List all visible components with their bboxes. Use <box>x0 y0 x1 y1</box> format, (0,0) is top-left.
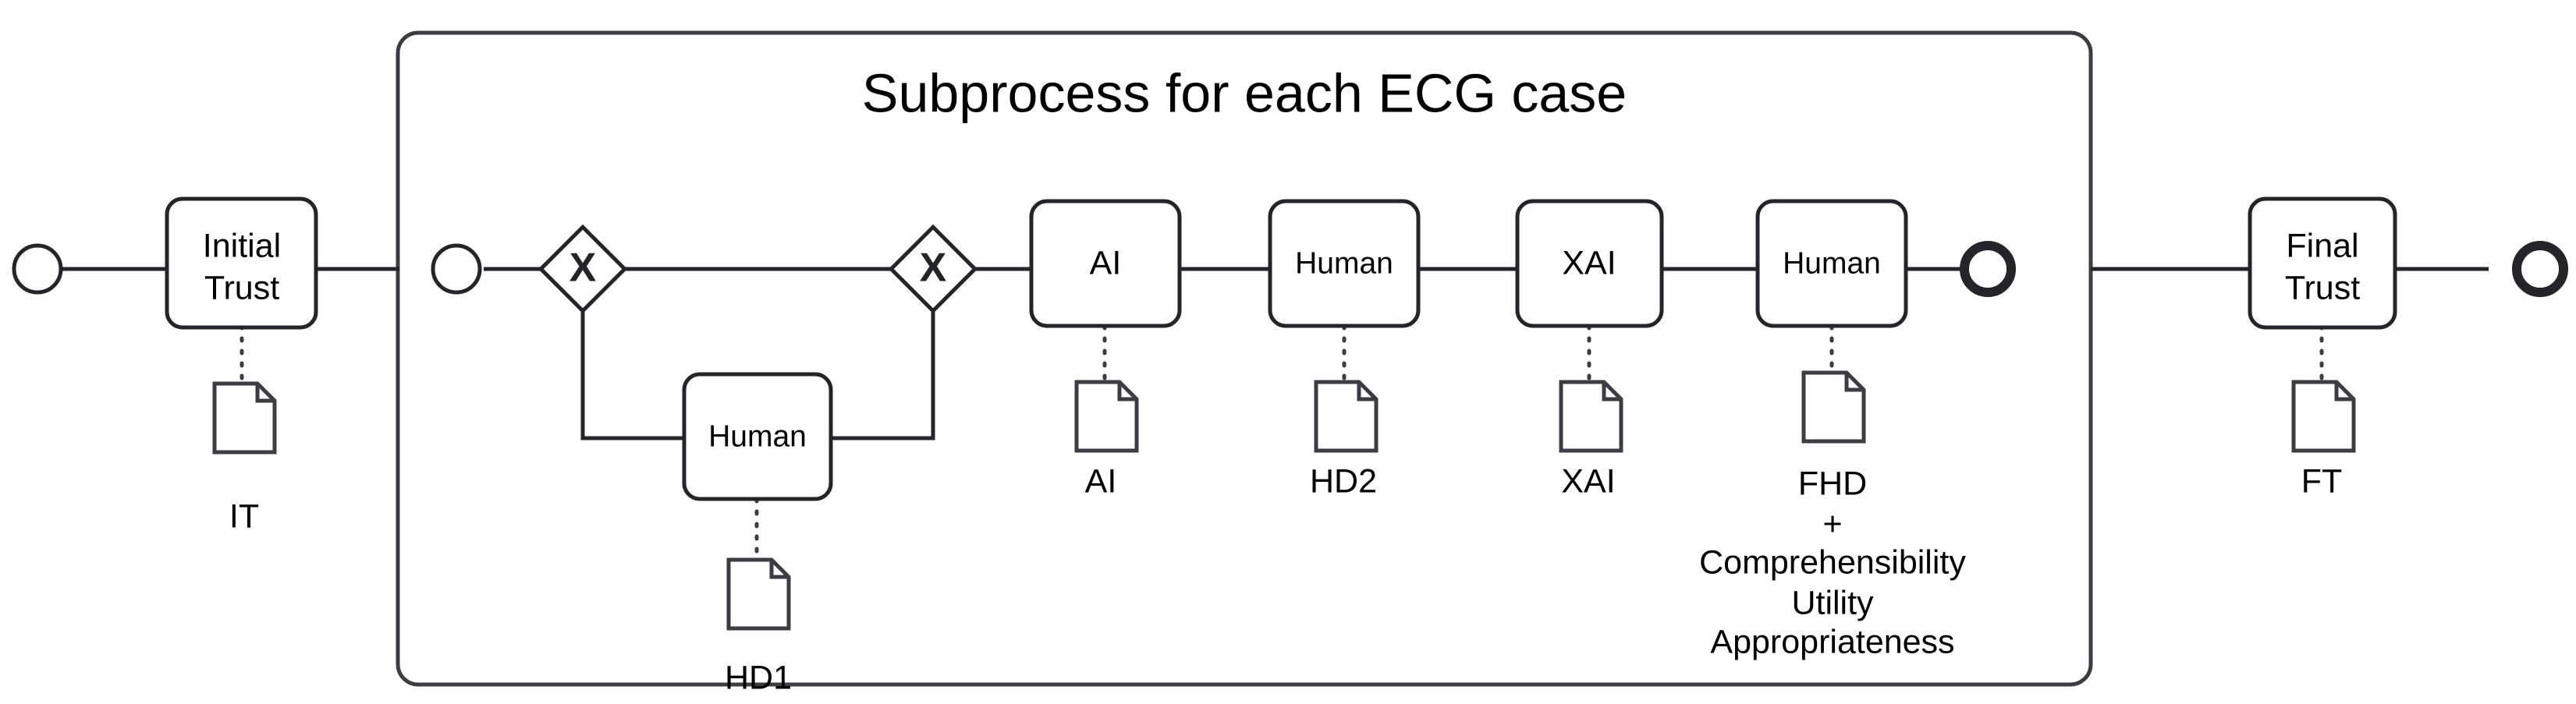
data-object-fhd-label-line5: Appropriateness <box>1710 623 1954 660</box>
document-icon <box>726 557 791 631</box>
document-fold-icon <box>1117 382 1137 402</box>
data-object-xai-label: XAI <box>1561 462 1615 500</box>
data-object-hd2-label: HD2 <box>1310 462 1377 500</box>
subprocess-container[interactable] <box>396 30 2093 687</box>
subprocess-start-event[interactable] <box>431 243 482 295</box>
data-object-fhd-label-line3: Comprehensibility <box>1699 543 1966 581</box>
subprocess-end-event[interactable] <box>1960 241 2016 297</box>
data-object-fhd-label-line1: FHD <box>1798 465 1867 502</box>
task-initial-trust-label-line1: Initial <box>203 227 281 264</box>
document-icon <box>1559 380 1623 453</box>
document-fold-icon <box>2334 382 2354 402</box>
task-xai[interactable]: XAI <box>1515 199 1664 328</box>
data-object-hd2[interactable]: HD2 <box>1310 380 1378 500</box>
data-object-hd1[interactable]: HD1 <box>725 557 792 696</box>
data-object-it[interactable]: IT <box>212 381 277 535</box>
start-event[interactable] <box>12 243 63 295</box>
document-icon <box>1314 380 1378 453</box>
data-object-fhd-label-line4: Utility <box>1791 584 1874 621</box>
task-initial-trust[interactable]: Initial Trust <box>165 196 318 330</box>
document-icon <box>2291 380 2356 453</box>
task-final-trust-label-line1: Final <box>2286 227 2358 264</box>
task-final-trust[interactable]: Final Trust <box>2248 196 2397 330</box>
data-object-ai[interactable]: AI <box>1074 380 1139 500</box>
flow-human-to-join-bottom <box>830 312 935 440</box>
data-object-xai[interactable]: XAI <box>1559 380 1623 500</box>
task-initial-trust-label-line2: Trust <box>204 269 279 306</box>
document-fold-icon <box>1844 373 1864 392</box>
task-human-1[interactable]: Human <box>1268 199 1421 328</box>
document-icon <box>1801 370 1866 444</box>
data-object-ft[interactable]: FT <box>2291 380 2356 500</box>
data-object-fhd-label-line2: + <box>1822 505 1842 543</box>
task-xai-label: XAI <box>1562 244 1616 281</box>
task-human-1-label: Human <box>1295 246 1393 280</box>
document-icon <box>212 381 277 455</box>
task-ai[interactable]: AI <box>1029 199 1182 328</box>
document-fold-icon <box>1357 382 1376 402</box>
join-gateway[interactable]: X <box>888 224 978 314</box>
data-object-ft-label: FT <box>2301 462 2343 500</box>
data-object-it-label: IT <box>229 497 259 535</box>
split-gateway[interactable]: X <box>538 224 628 314</box>
flow-split-bottom-to-human <box>580 312 684 440</box>
task-human-2[interactable]: Human <box>1755 199 1908 328</box>
task-branch-human-label: Human <box>708 419 807 453</box>
final-end-event[interactable] <box>2512 241 2568 297</box>
task-branch-human[interactable]: Human <box>682 372 833 501</box>
document-fold-icon <box>769 560 789 579</box>
task-human-2-label: Human <box>1783 246 1881 280</box>
document-fold-icon <box>255 384 275 403</box>
join-gateway-label: X <box>920 246 947 291</box>
task-final-trust-label-line2: Trust <box>2285 269 2360 306</box>
data-object-ai-label: AI <box>1085 462 1117 500</box>
data-object-fhd[interactable]: FHD + Comprehensibility Utility Appropri… <box>1699 370 1966 660</box>
data-object-hd1-label: HD1 <box>725 659 792 696</box>
document-icon <box>1074 380 1139 453</box>
subprocess-title: Subprocess for each ECG case <box>862 62 1627 123</box>
split-gateway-label: X <box>569 246 597 291</box>
document-fold-icon <box>1602 382 1621 402</box>
task-ai-label: AI <box>1090 244 1122 281</box>
